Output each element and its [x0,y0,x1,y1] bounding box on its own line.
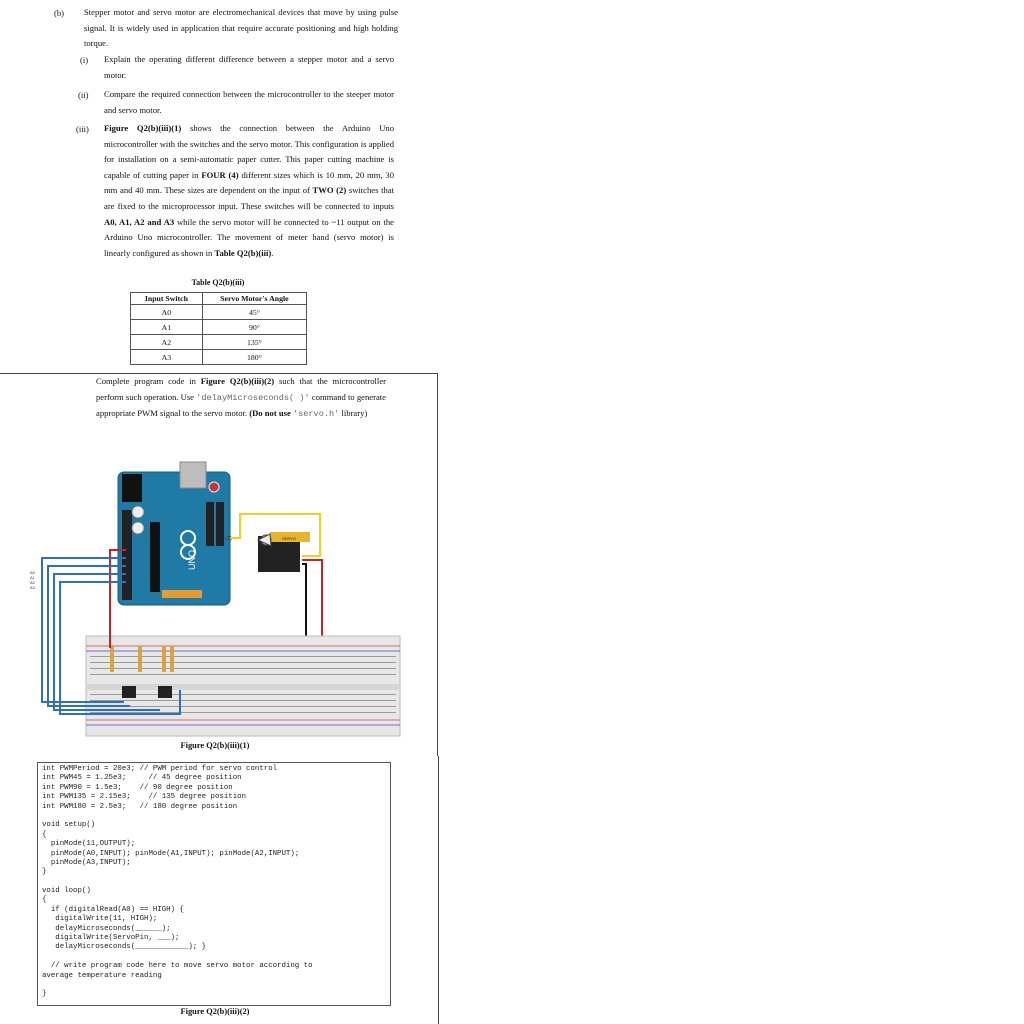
code-line: delayMicroseconds(____________); } [42,943,207,952]
code-line: if (digitalRead(A0) == HIGH) { [42,905,184,914]
question-label-ii: (ii) [78,90,89,100]
code-line: // write program code here to move servo… [42,962,313,971]
code-line: int PWM135 = 2.15e3; // 135 degree posit… [42,793,247,802]
code-line: int PWM90 = 1.5e3; // 90 degree position [42,783,233,792]
input-label-a0: A0 [30,570,36,575]
question-b-intro: Stepper motor and servo motor are electr… [84,7,398,49]
task-text: Complete program code in Figure Q2(b)(ii… [96,376,386,420]
input-label-a1: A1 [30,575,36,580]
switch-icon [122,686,136,698]
code-line [42,812,387,821]
code-line: void setup() [42,821,96,830]
code-line: int PWMPeriod = 20e3; // PWM period for … [42,765,278,773]
code-line: int PWM45 = 1.25e3; // 45 degree positio… [42,774,242,783]
input-label-a3: A3 [30,585,36,590]
figure1-caption: Figure Q2(b)(iii)(1) [180,741,250,750]
switch-icon [158,686,172,698]
question-label-i: (i) [80,55,89,65]
code-listing: int PWMPeriod = 20e3; // PWM period for … [42,765,387,1000]
table-title: Table Q2(b)(iii) [191,278,245,287]
code-line: pinMode(11,OUTPUT); [42,840,136,849]
code-line: { [42,830,47,839]
code-line: delayMicroseconds(______); [42,924,171,933]
table-header: Input Switch [130,292,203,305]
resistor-icon [110,646,114,672]
resistor-icon [162,646,166,672]
code-line: average temperature reading [42,971,162,980]
input-label-a2: A2 [30,580,36,585]
figure2-caption: Figure Q2(b)(iii)(2) [180,1007,250,1016]
code-line: digitalWrite(11, HIGH); [42,915,158,924]
code-line: pinMode(A0,INPUT); pinMode(A1,INPUT); pi… [42,849,300,858]
question-i-text: Explain the operating different differen… [104,54,394,80]
frame-border [438,756,439,1024]
pin-11-label: ~11 [224,536,232,542]
code-line: int PWM180 = 2.5e3; // 180 degree positi… [42,802,238,811]
svg-text:SERVO: SERVO [282,536,296,541]
question-ii-text: Compare the required connection between … [104,89,394,115]
figure-ref: Figure Q2(b)(iii)(1) [104,123,182,133]
code-line [42,981,387,990]
table-ref: Table Q2(b)(iii) [214,247,272,258]
code-line: void loop() [42,887,91,896]
question-label-b: (b) [54,8,65,18]
code-box [37,762,391,1006]
resistor-icon [138,646,142,672]
code-line: { [42,896,47,905]
code-line [42,878,387,887]
code-line: } [42,990,47,999]
figure-frame [0,373,438,756]
code-line: pinMode(A3,INPUT); [42,858,131,867]
uno-label: UNO [187,550,197,570]
code-line: digitalWrite(ServoPin, ___); [42,934,180,943]
arduino-uno-board: UNO [117,461,231,606]
resistor-icon [170,646,174,672]
circuit-diagram: UNO ~11 SERVO [30,461,401,737]
question-label-iii: (iii) [76,124,89,134]
code-line: } [42,868,47,877]
question-iii-text: Figure Q2(b)(iii)(1) shows the connectio… [104,123,394,258]
table-header: Servo Motor's Angle [201,292,308,305]
servo-motor: SERVO [256,532,310,572]
code-line [42,953,387,962]
